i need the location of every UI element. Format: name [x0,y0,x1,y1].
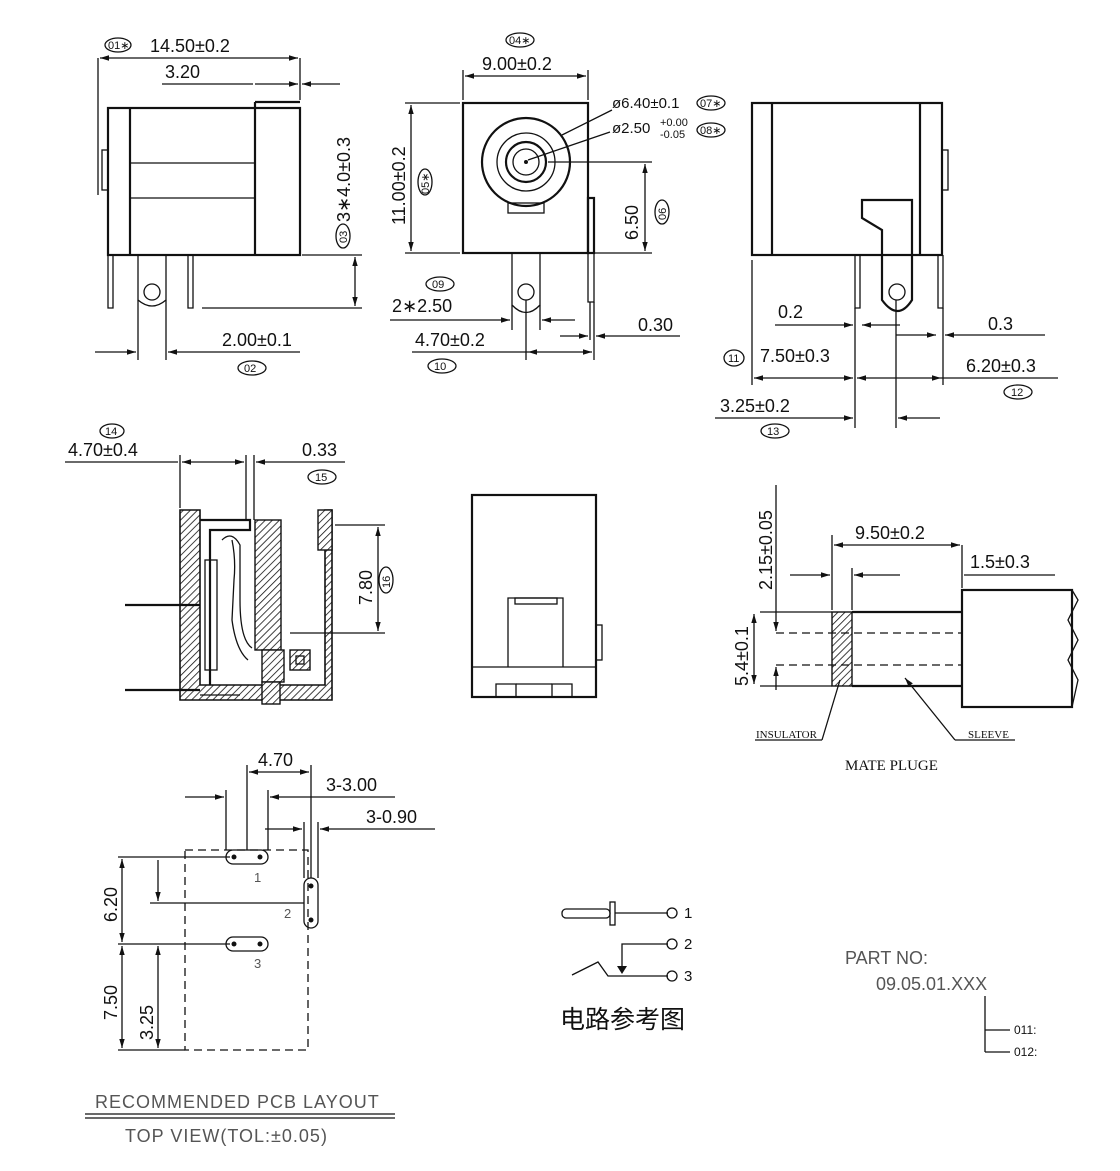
dim-4-70: 4.70±0.2 [415,330,485,350]
pcb-dim-7-50: 7.50 [101,985,121,1020]
dim-0-33: 0.33 [302,440,337,460]
pcb-pin-1: 1 [254,870,261,885]
tag-10: 10 [434,361,446,373]
circuit-caption: 电路参考图 [560,1005,685,1034]
side-right-view: 0.2 0.3 7.50±0.3 11 6.20±0.3 12 3.25±0.2… [715,101,1058,439]
dim-7-80: 7.80 [356,570,376,605]
dim-3-25-side: 3.25±0.2 [720,396,790,416]
part-number: 09.05.01.XXX [876,974,987,994]
tag-05: 05∗ [420,173,432,194]
pcb-pin-3: 3 [254,956,261,971]
circuit-diagram: 1 2 3 电路参考图 [560,901,692,1034]
dim-1-5: 1.5±0.3 [970,552,1030,572]
dim-6-20-side: 6.20±0.3 [966,356,1036,376]
tag-14: 14 [105,426,117,438]
tag-13: 13 [767,426,779,438]
dim-0-3: 0.3 [988,314,1013,334]
dim-0-30-center: 0.30 [638,315,673,335]
tag-11: 11 [728,353,739,365]
pcb-pin-2: 2 [284,906,291,921]
tag-08: 08∗ [700,125,721,137]
dim-9-50: 9.50±0.2 [855,523,925,543]
dim-overall-length: 14.50±0.2 [150,36,230,56]
pcb-dim-6-20: 6.20 [101,887,121,922]
tag-15: 15 [315,472,327,484]
tag-02: 02 [244,363,256,375]
tol-upper: +0.00 [660,117,688,129]
dim-2-15: 2.15±0.05 [756,510,776,590]
pcb-dim-3-0-90: 3-0.90 [366,807,417,827]
pcb-dim-4-70: 4.70 [258,750,293,770]
dim-pin-width: 2.00±0.1 [222,330,292,350]
insulator-label: INSULATOR [756,729,818,741]
circuit-pin-2: 2 [684,936,692,953]
part-variant-2: 012: [1014,1045,1037,1059]
dim-5-4: 5.4±0.1 [732,626,752,686]
part-label: PART NO: [845,948,928,968]
tag-12: 12 [1011,387,1023,399]
tag-01: 01∗ [108,40,129,52]
tag-07: 07∗ [700,98,721,110]
dim-0-2: 0.2 [778,302,803,322]
tag-16: 16 [381,576,393,588]
bottom-view [470,493,603,699]
dim-7-50-side: 7.50±0.3 [760,346,830,366]
pcb-caption-2: TOP VIEW(TOL:±0.05) [125,1126,328,1146]
dim-width-9: 9.00±0.2 [482,54,552,74]
pcb-caption-1: RECOMMENDED PCB LAYOUT [95,1092,380,1112]
sleeve-label: SLEEVE [968,729,1009,741]
front-center-view: 9.00±0.2 04∗ 11.00±0.2 05∗ 6.50 06 ø6.40… [389,32,726,374]
pcb-layout: 1 2 3 4.70 3-3.00 3-0.90 6.20 7.50 3.25 … [85,750,435,1146]
dim-pin-dia: ø2.50 [612,120,650,137]
dim-leg-length: 3∗4.0±0.3 [334,137,354,222]
section-view: 4.70±0.4 14 0.33 15 7.80 16 [65,423,394,705]
front-left-view: 14.50±0.2 01∗ 3.20 3∗4.0±0.3 03 2.00±0.1… [95,36,362,376]
part-number-block: PART NO: 09.05.01.XXX 011: 012: [845,948,1037,1059]
plug-view: 9.50±0.2 1.5±0.3 2.15±0.05 5.4±0.1 INSUL… [732,485,1079,774]
circuit-pin-1: 1 [684,905,692,922]
dim-2x2-50: 2∗2.50 [392,296,452,316]
dim-6-50: 6.50 [622,205,642,240]
plug-caption: MATE PLUGE [845,758,938,774]
circuit-pin-3: 3 [684,968,692,985]
part-variant-1: 011: [1014,1023,1036,1037]
dim-height-11: 11.00±0.2 [389,146,409,225]
pcb-dim-3-25: 3.25 [137,1005,157,1040]
tag-04: 04∗ [509,35,530,47]
tag-09: 09 [432,279,444,291]
tag-03: 03 [338,231,350,243]
dim-4-70-section: 4.70±0.4 [68,440,138,460]
tol-lower: -0.05 [660,129,685,141]
dim-sleeve-dia: ø6.40±0.1 [612,95,679,112]
dim-3-20: 3.20 [165,62,200,82]
pcb-dim-3-3-00: 3-3.00 [326,775,377,795]
tag-06: 06 [657,208,669,220]
